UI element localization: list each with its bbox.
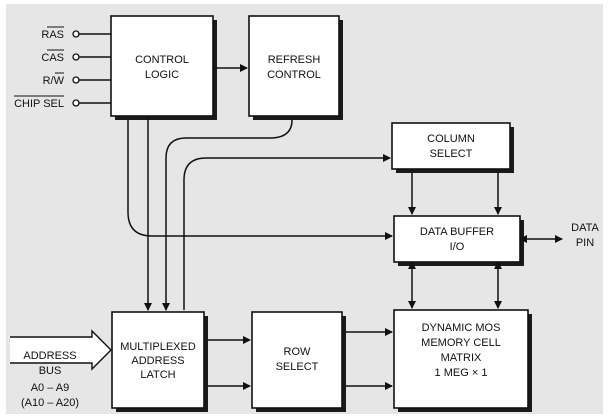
address-bus-arrow [10, 329, 112, 371]
data-pin-label-1: DATA [571, 222, 599, 234]
mux-latch-label-1: MULTIPLEXED [120, 341, 196, 353]
memory-label-2: MEMORY CELL [421, 337, 501, 349]
address-bus-label-1: ADDRESS [23, 350, 76, 362]
wire-latch-to-column-select [183, 154, 391, 310]
control-logic-label-1: CONTROL [135, 54, 189, 66]
row-select-label-2: SELECT [276, 361, 319, 373]
column-select-label-1: COLUMN [427, 133, 475, 145]
signal-cas: CAS [41, 49, 111, 64]
address-bus-label-2: BUS [39, 365, 62, 377]
control-logic-block: CONTROL LOGIC [110, 15, 217, 120]
memory-matrix-block: DYNAMIC MOS MEMORY CELL MATRIX 1 MEG × 1 [393, 309, 532, 412]
signal-chip-sel-label: CHIP SEL [14, 98, 64, 110]
refresh-control-label-2: CONTROL [267, 69, 321, 81]
signal-ras-label: RAS [41, 29, 64, 41]
column-select-block: COLUMN SELECT [391, 122, 514, 173]
signal-ras: RAS [41, 26, 111, 41]
signal-cas-label: CAS [41, 52, 64, 64]
control-logic-label-2: LOGIC [145, 69, 179, 81]
memory-label-1: DYNAMIC MOS [422, 322, 501, 334]
wire-refresh-to-latch [162, 119, 293, 311]
wire-control-to-data-buffer [127, 116, 393, 240]
row-select-label-1: ROW [284, 346, 312, 358]
data-buffer-label-1: DATA BUFFER [420, 226, 494, 238]
address-bus-label-3: A0 – A9 [31, 382, 70, 394]
signal-rw: R/W [43, 72, 111, 87]
memory-label-3: MATRIX [441, 352, 482, 364]
signal-rw-label: R/W [43, 75, 65, 87]
mux-latch-label-2: ADDRESS [131, 355, 184, 367]
data-pin-label-2: PIN [576, 237, 594, 249]
mux-address-latch-block: MULTIPLEXED ADDRESS LATCH [111, 311, 208, 412]
data-buffer-block: DATA BUFFER I/O [393, 215, 524, 266]
mux-latch-label-3: LATCH [140, 369, 175, 381]
row-select-block: ROW SELECT [251, 311, 346, 412]
data-buffer-label-2: I/O [450, 241, 465, 253]
memory-label-4: 1 MEG × 1 [435, 367, 488, 379]
refresh-control-block: REFRESH CONTROL [248, 15, 343, 120]
address-bus-label-4: (A10 – A20) [21, 397, 79, 409]
refresh-control-label-1: REFRESH [268, 54, 321, 66]
signal-chip-sel: CHIP SEL [14, 95, 111, 110]
column-select-label-2: SELECT [430, 148, 473, 160]
